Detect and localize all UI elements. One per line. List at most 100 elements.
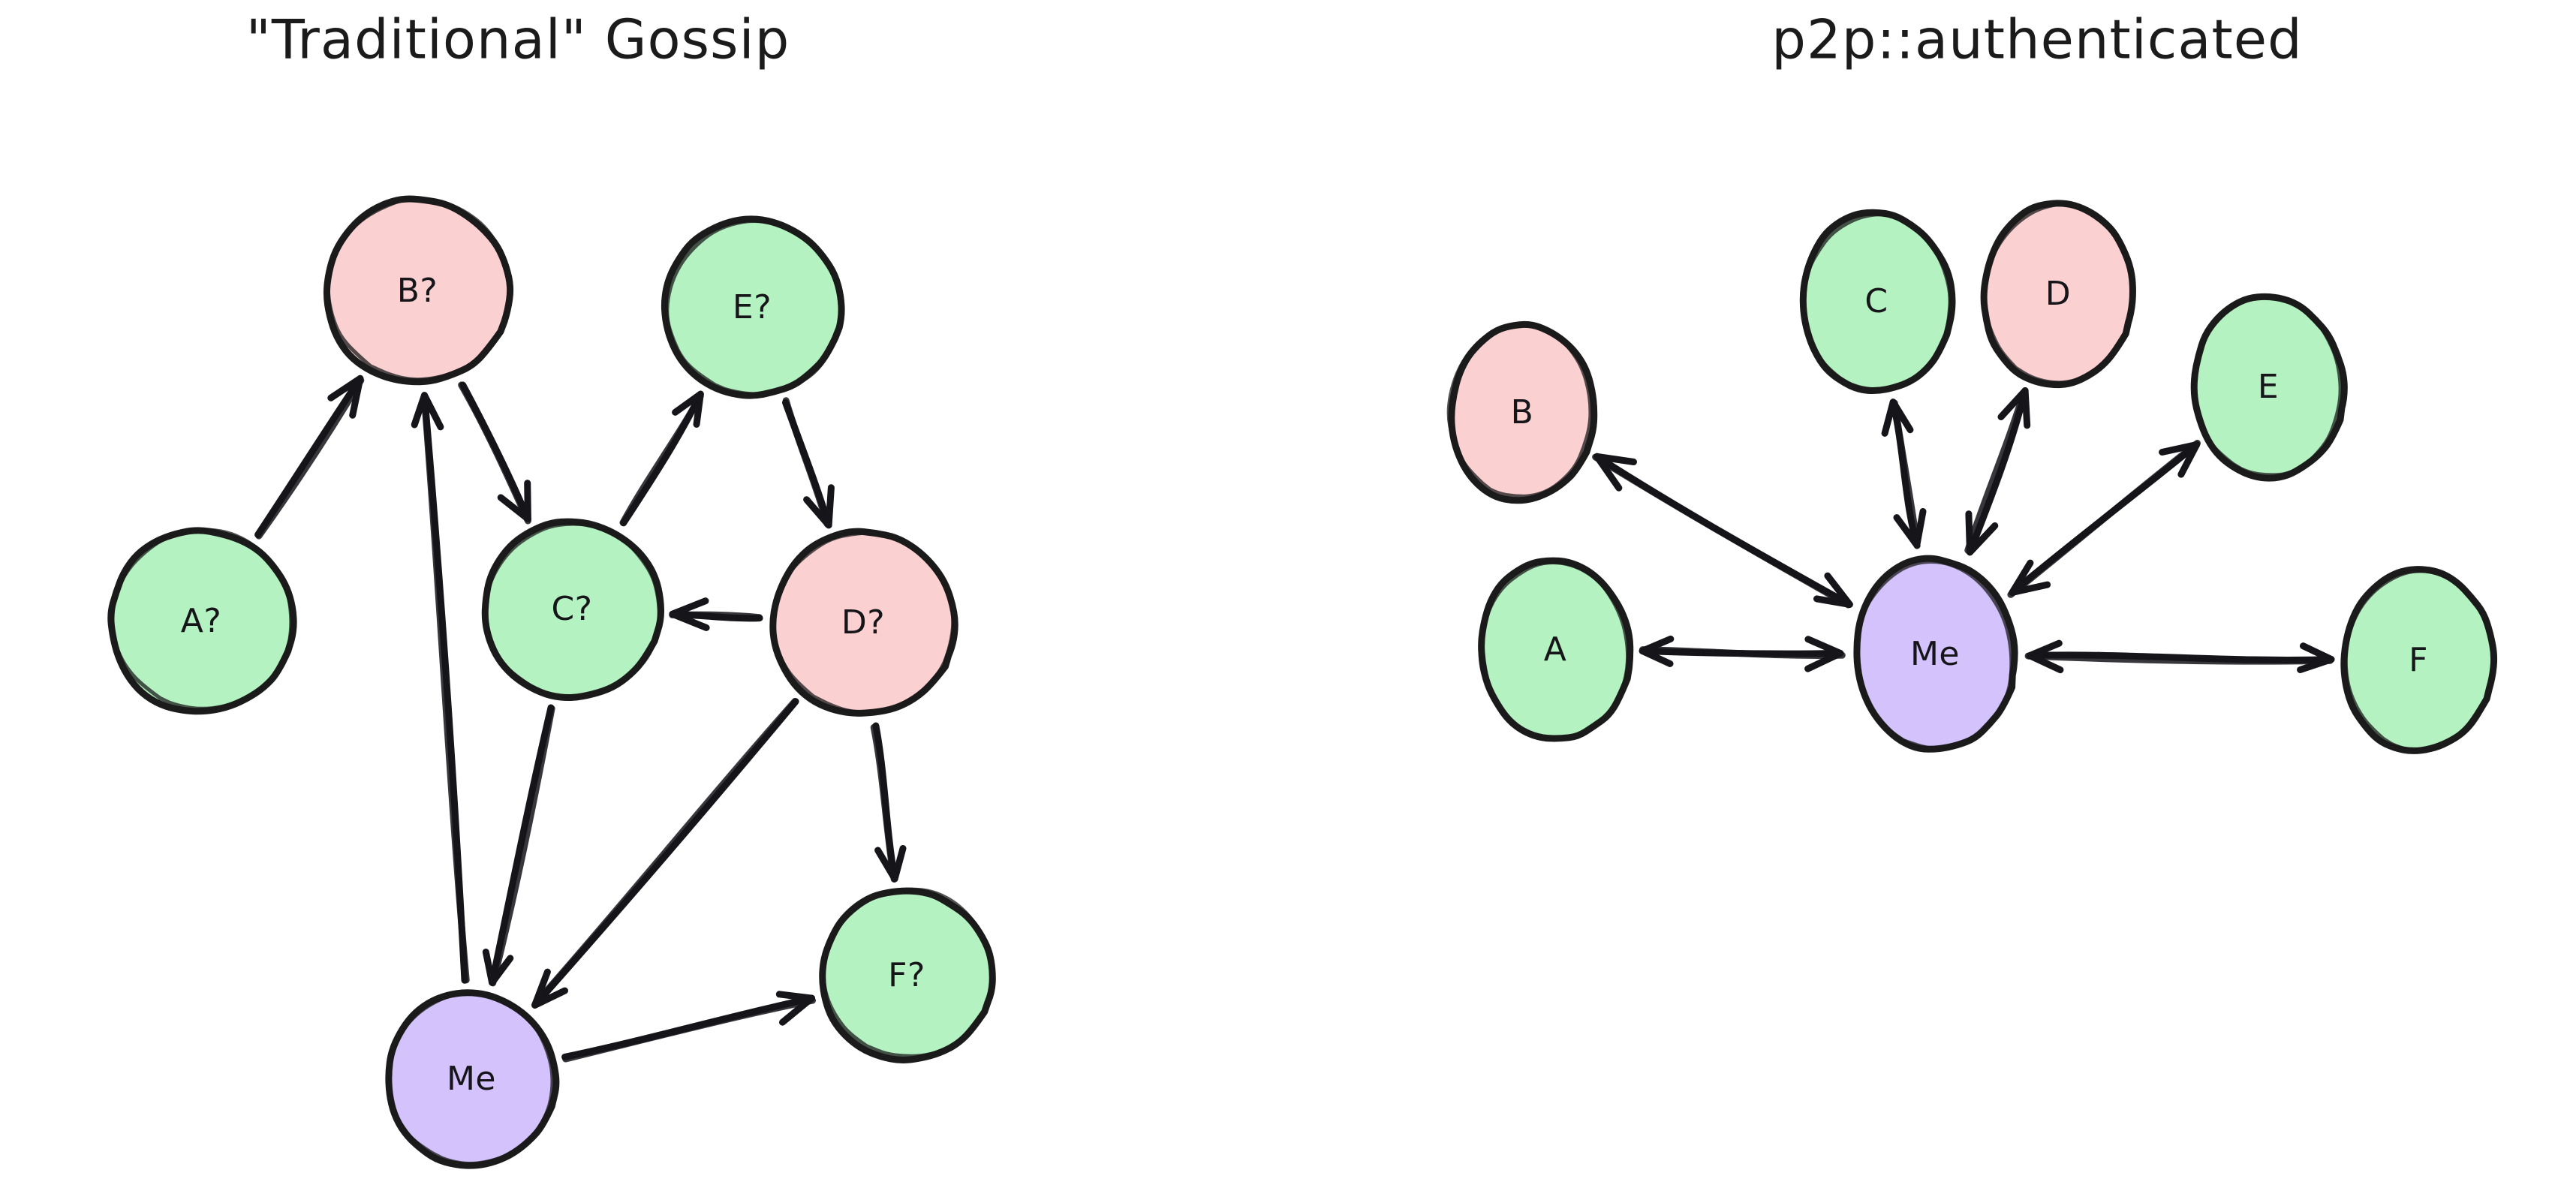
arrow-head-icon [327,374,364,419]
node-label: B [1511,393,1534,432]
node-traditional-gossip-B[interactable]: B? [323,195,514,386]
arrow-head-icon [497,480,531,522]
edge-traditional-gossip-E-to-D [782,397,835,529]
edge-p2p-authenticated-Me-to-A [1639,635,1846,672]
arrow-head-icon [803,484,835,529]
edge-shaft-overdraw [562,997,816,1063]
arrow-head-icon [482,949,514,986]
edge-shaft-overdraw [420,394,470,984]
arrow-head-icon [1893,508,1927,549]
node-label: A? [181,602,221,640]
arrow-head-icon [1639,635,1675,667]
node-traditional-gossip-C[interactable]: C? [481,518,665,701]
arrow-head-icon [2297,642,2335,673]
edge-shaft-overdraw [458,381,531,525]
arrow-head-icon [1965,510,1999,556]
arrow-head-icon [1813,572,1853,608]
edge-traditional-gossip-Me-to-F [561,991,816,1063]
edge-traditional-gossip-Me-to-B [411,392,470,984]
edge-shaft-overdraw [2024,652,2334,665]
node-p2p-authenticated-C[interactable]: C [1799,209,1956,395]
edges-p2p-authenticated [1592,387,2335,674]
edge-traditional-gossip-A-to-B [254,374,365,540]
node-traditional-gossip-D[interactable]: D? [769,528,958,717]
arrow-head-icon [2026,639,2064,674]
node-label: Me [1910,635,1960,673]
arrow-head-icon [874,845,907,883]
edge-shaft-overdraw [1891,399,1921,549]
node-label: B? [397,272,438,310]
node-p2p-authenticated-E[interactable]: E [2190,293,2348,482]
node-shape-overdraw [771,531,955,714]
node-p2p-authenticated-B[interactable]: B [1446,320,1598,504]
edge-shaft-overdraw [870,723,898,883]
arrow-head-icon [672,390,704,428]
node-shape [1448,320,1598,504]
arrow-head-icon [1593,453,1637,492]
edge-traditional-gossip-D-to-F [870,722,907,883]
arrow-head-icon [1997,387,2031,429]
node-traditional-gossip-Me[interactable]: Me [385,989,560,1169]
edge-p2p-authenticated-Me-to-F [2024,639,2335,674]
node-traditional-gossip-E[interactable]: E? [661,215,845,399]
node-p2p-authenticated-A[interactable]: A [1478,557,1634,742]
node-shape-overdraw [1853,559,2014,751]
node-shape-overdraw [1801,212,1952,392]
node-shape-overdraw [665,219,842,396]
panels-layer: "Traditional" GossipA?B?C?D?E?F?Mep2p::a… [107,8,2498,1169]
edge-p2p-authenticated-Me-to-B [1592,453,1853,609]
edge-p2p-authenticated-Me-to-D [1964,387,2031,556]
node-shape-overdraw [2190,294,2343,477]
arrow-head-icon [2009,559,2051,596]
edge-shaft-overdraw [2007,440,2201,598]
node-label: E? [733,288,772,326]
node-shape-overdraw [326,197,511,382]
panel-title-traditional-gossip: "Traditional" Gossip [246,8,790,71]
arrow-head-icon [411,392,444,431]
node-traditional-gossip-A[interactable]: A? [107,527,297,715]
node-shape-overdraw [821,887,993,1058]
node-p2p-authenticated-D[interactable]: D [1980,200,2136,389]
edge-p2p-authenticated-Me-to-E [2007,440,2201,598]
node-label: C [1864,282,1888,320]
node-shape-overdraw [2343,569,2495,753]
node-p2p-authenticated-Me[interactable]: Me [1853,555,2018,753]
edge-traditional-gossip-C-to-E [619,390,704,527]
node-shape-overdraw [1478,560,1630,741]
edge-shaft-overdraw [619,392,704,526]
panel-title-p2p-authenticated: p2p::authenticated [1771,8,2302,71]
nodes-traditional-gossip: A? B? C? D? E? F? Me [107,195,996,1169]
edge-shaft-overdraw [782,397,831,528]
arrow-head-icon [2159,441,2201,478]
edges-traditional-gossip [254,374,907,1063]
edge-shaft-overdraw [1639,646,1846,659]
edge-p2p-authenticated-Me-to-C [1881,399,1927,549]
arrow-head-icon [1804,636,1844,672]
edge-shaft-overdraw [255,377,365,540]
node-shape-overdraw [1446,321,1593,498]
edge-traditional-gossip-D-to-Me [531,698,799,1009]
edge-shaft-overdraw [489,705,555,987]
arrow-head-icon [1881,399,1914,437]
nodes-p2p-authenticated: A B C D E F Me [1446,200,2498,754]
node-p2p-authenticated-F[interactable]: F [2340,566,2498,754]
arrow-head-icon [531,968,568,1009]
node-traditional-gossip-F[interactable]: F? [819,887,996,1063]
node-label: E [2258,368,2279,406]
node-label: Me [447,1060,496,1098]
node-shape-overdraw [483,522,661,699]
edge-shaft-overdraw [1592,453,1852,609]
node-shape-overdraw [386,991,555,1165]
edge-traditional-gossip-D-to-C [669,597,763,631]
edge-traditional-gossip-B-to-C [458,381,531,525]
arrow-head-icon [669,597,710,631]
node-label: A [1544,630,1567,669]
node-shape-overdraw [1983,202,2134,385]
node-label: F [2409,641,2428,679]
node-label: F? [888,956,925,994]
